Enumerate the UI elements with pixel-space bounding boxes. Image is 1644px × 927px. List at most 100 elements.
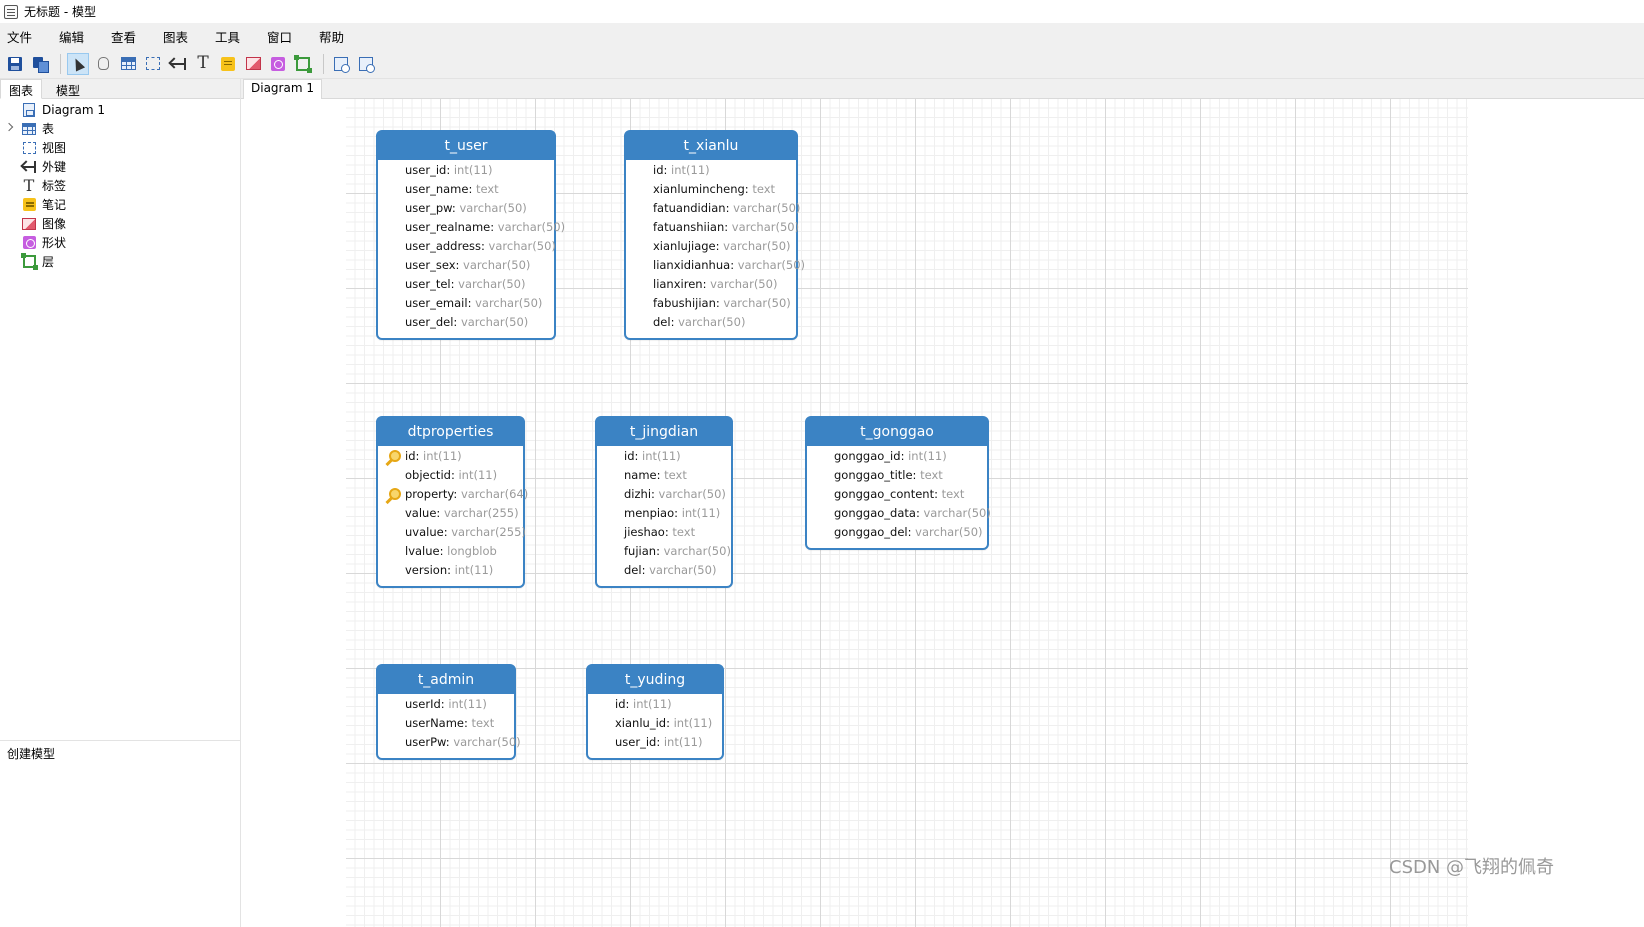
field-row[interactable]: userId: int(11): [378, 695, 514, 714]
tree-item-layers[interactable]: 层: [0, 252, 240, 271]
field-row[interactable]: user_realname: varchar(50): [378, 218, 565, 237]
field-row[interactable]: name: text: [597, 466, 731, 485]
field-row[interactable]: user_del: varchar(50): [378, 313, 554, 332]
field-row[interactable]: property: varchar(64): [378, 485, 528, 504]
field-row[interactable]: user_tel: varchar(50): [378, 275, 554, 294]
menu-view[interactable]: 查看: [111, 29, 137, 45]
tree-item-images[interactable]: 图像: [0, 214, 240, 233]
field-row[interactable]: menpiao: int(11): [597, 504, 731, 523]
auto-layout-button[interactable]: [330, 53, 352, 75]
new-table-button[interactable]: [117, 53, 139, 75]
tree-item-tables[interactable]: 表: [0, 119, 240, 138]
menu-diagram[interactable]: 图表: [163, 29, 189, 45]
field-row[interactable]: lianxidianhua: varchar(50): [626, 256, 805, 275]
field-row[interactable]: del: varchar(50): [626, 313, 796, 332]
field-row[interactable]: fujian: varchar(50): [597, 542, 731, 561]
field-row[interactable]: gonggao_title: text: [807, 466, 987, 485]
menu-file[interactable]: 文件: [7, 29, 33, 45]
field-row[interactable]: id: int(11): [378, 447, 523, 466]
field-separator: :: [715, 296, 724, 310]
field-row[interactable]: user_name: text: [378, 180, 554, 199]
new-shape-button[interactable]: [267, 53, 289, 75]
new-image-button[interactable]: [242, 53, 264, 75]
field-row[interactable]: user_address: varchar(50): [378, 237, 556, 256]
new-note-button[interactable]: [217, 53, 239, 75]
tree-item-labels[interactable]: T 标签: [0, 176, 240, 195]
field-row[interactable]: dizhi: varchar(50): [597, 485, 731, 504]
field-type: varchar(50): [678, 315, 746, 329]
field-row[interactable]: gonggao_del: varchar(50): [807, 523, 987, 542]
hand-tool-button[interactable]: [92, 53, 114, 75]
field-row[interactable]: fabushijian: varchar(50): [626, 294, 796, 313]
field-row[interactable]: value: varchar(255): [378, 504, 523, 523]
field-row[interactable]: user_pw: varchar(50): [378, 199, 554, 218]
save-as-button[interactable]: [29, 53, 51, 75]
new-layer-button[interactable]: [292, 53, 314, 75]
field-type: int(11): [673, 716, 713, 730]
field-row[interactable]: xianlu_id: int(11): [588, 714, 722, 733]
field-row[interactable]: user_email: varchar(50): [378, 294, 554, 313]
menu-window[interactable]: 窗口: [267, 29, 293, 45]
save-button[interactable]: [4, 53, 26, 75]
field-name: user_realname: [405, 220, 491, 234]
field-row[interactable]: id: int(11): [597, 447, 731, 466]
tree-item-views[interactable]: 视图: [0, 138, 240, 157]
tree-item-label: 表: [42, 122, 55, 136]
tree-item-shapes[interactable]: 形状: [0, 233, 240, 252]
field-separator: :: [446, 163, 454, 177]
new-label-button[interactable]: T: [192, 53, 214, 75]
field-separator: :: [915, 506, 924, 520]
menu-tools[interactable]: 工具: [215, 29, 241, 45]
menu-edit[interactable]: 编辑: [59, 29, 85, 45]
table-title: dtproperties: [378, 418, 523, 446]
field-row[interactable]: user_id: int(11): [378, 161, 554, 180]
field-row[interactable]: del: varchar(50): [597, 561, 731, 580]
menu-help[interactable]: 帮助: [319, 29, 345, 45]
field-row[interactable]: gonggao_data: varchar(50): [807, 504, 991, 523]
tree-item-foreign-keys[interactable]: 外键: [0, 157, 240, 176]
field-row[interactable]: fatuandidian: varchar(50): [626, 199, 800, 218]
tab-diagram[interactable]: 图表: [0, 79, 43, 99]
field-row[interactable]: user_id: int(11): [588, 733, 722, 752]
pointer-tool-button[interactable]: [67, 52, 89, 75]
field-row[interactable]: userName: text: [378, 714, 514, 733]
field-row[interactable]: userPw: varchar(50): [378, 733, 521, 752]
field-row[interactable]: xianlujiage: varchar(50): [626, 237, 796, 256]
tab-diagram-1[interactable]: Diagram 1: [243, 79, 322, 100]
field-row[interactable]: uvalue: varchar(255): [378, 523, 526, 542]
field-row[interactable]: id: int(11): [588, 695, 722, 714]
tree-item-diagram[interactable]: Diagram 1: [0, 100, 240, 119]
field-row[interactable]: gonggao_content: text: [807, 485, 987, 504]
field-separator: :: [634, 449, 643, 463]
new-foreign-key-button[interactable]: [167, 53, 189, 75]
field-row[interactable]: user_sex: varchar(50): [378, 256, 554, 275]
field-row[interactable]: lianxiren: varchar(50): [626, 275, 796, 294]
tab-model[interactable]: 模型: [56, 84, 81, 98]
field-row[interactable]: version: int(11): [378, 561, 523, 580]
field-row[interactable]: gonggao_id: int(11): [807, 447, 987, 466]
field-name: userId: [405, 697, 441, 711]
field-row[interactable]: id: int(11): [626, 161, 796, 180]
tree-item-notes[interactable]: 笔记: [0, 195, 240, 214]
field-row[interactable]: lvalue: longblob: [378, 542, 523, 561]
document-tabs: Diagram 1: [241, 79, 1644, 100]
field-row[interactable]: objectid: int(11): [378, 466, 523, 485]
field-row[interactable]: xianlumincheng: text: [626, 180, 796, 199]
field-row[interactable]: jieshao: text: [597, 523, 731, 542]
field-separator: :: [447, 563, 455, 577]
chevron-right-icon[interactable]: [4, 122, 14, 132]
field-row[interactable]: fatuanshiian: varchar(50): [626, 218, 799, 237]
new-view-button[interactable]: [142, 53, 164, 75]
zoom-fit-button[interactable]: [355, 53, 377, 75]
field-type: text: [941, 487, 965, 501]
auto-layout-icon: [334, 56, 350, 73]
